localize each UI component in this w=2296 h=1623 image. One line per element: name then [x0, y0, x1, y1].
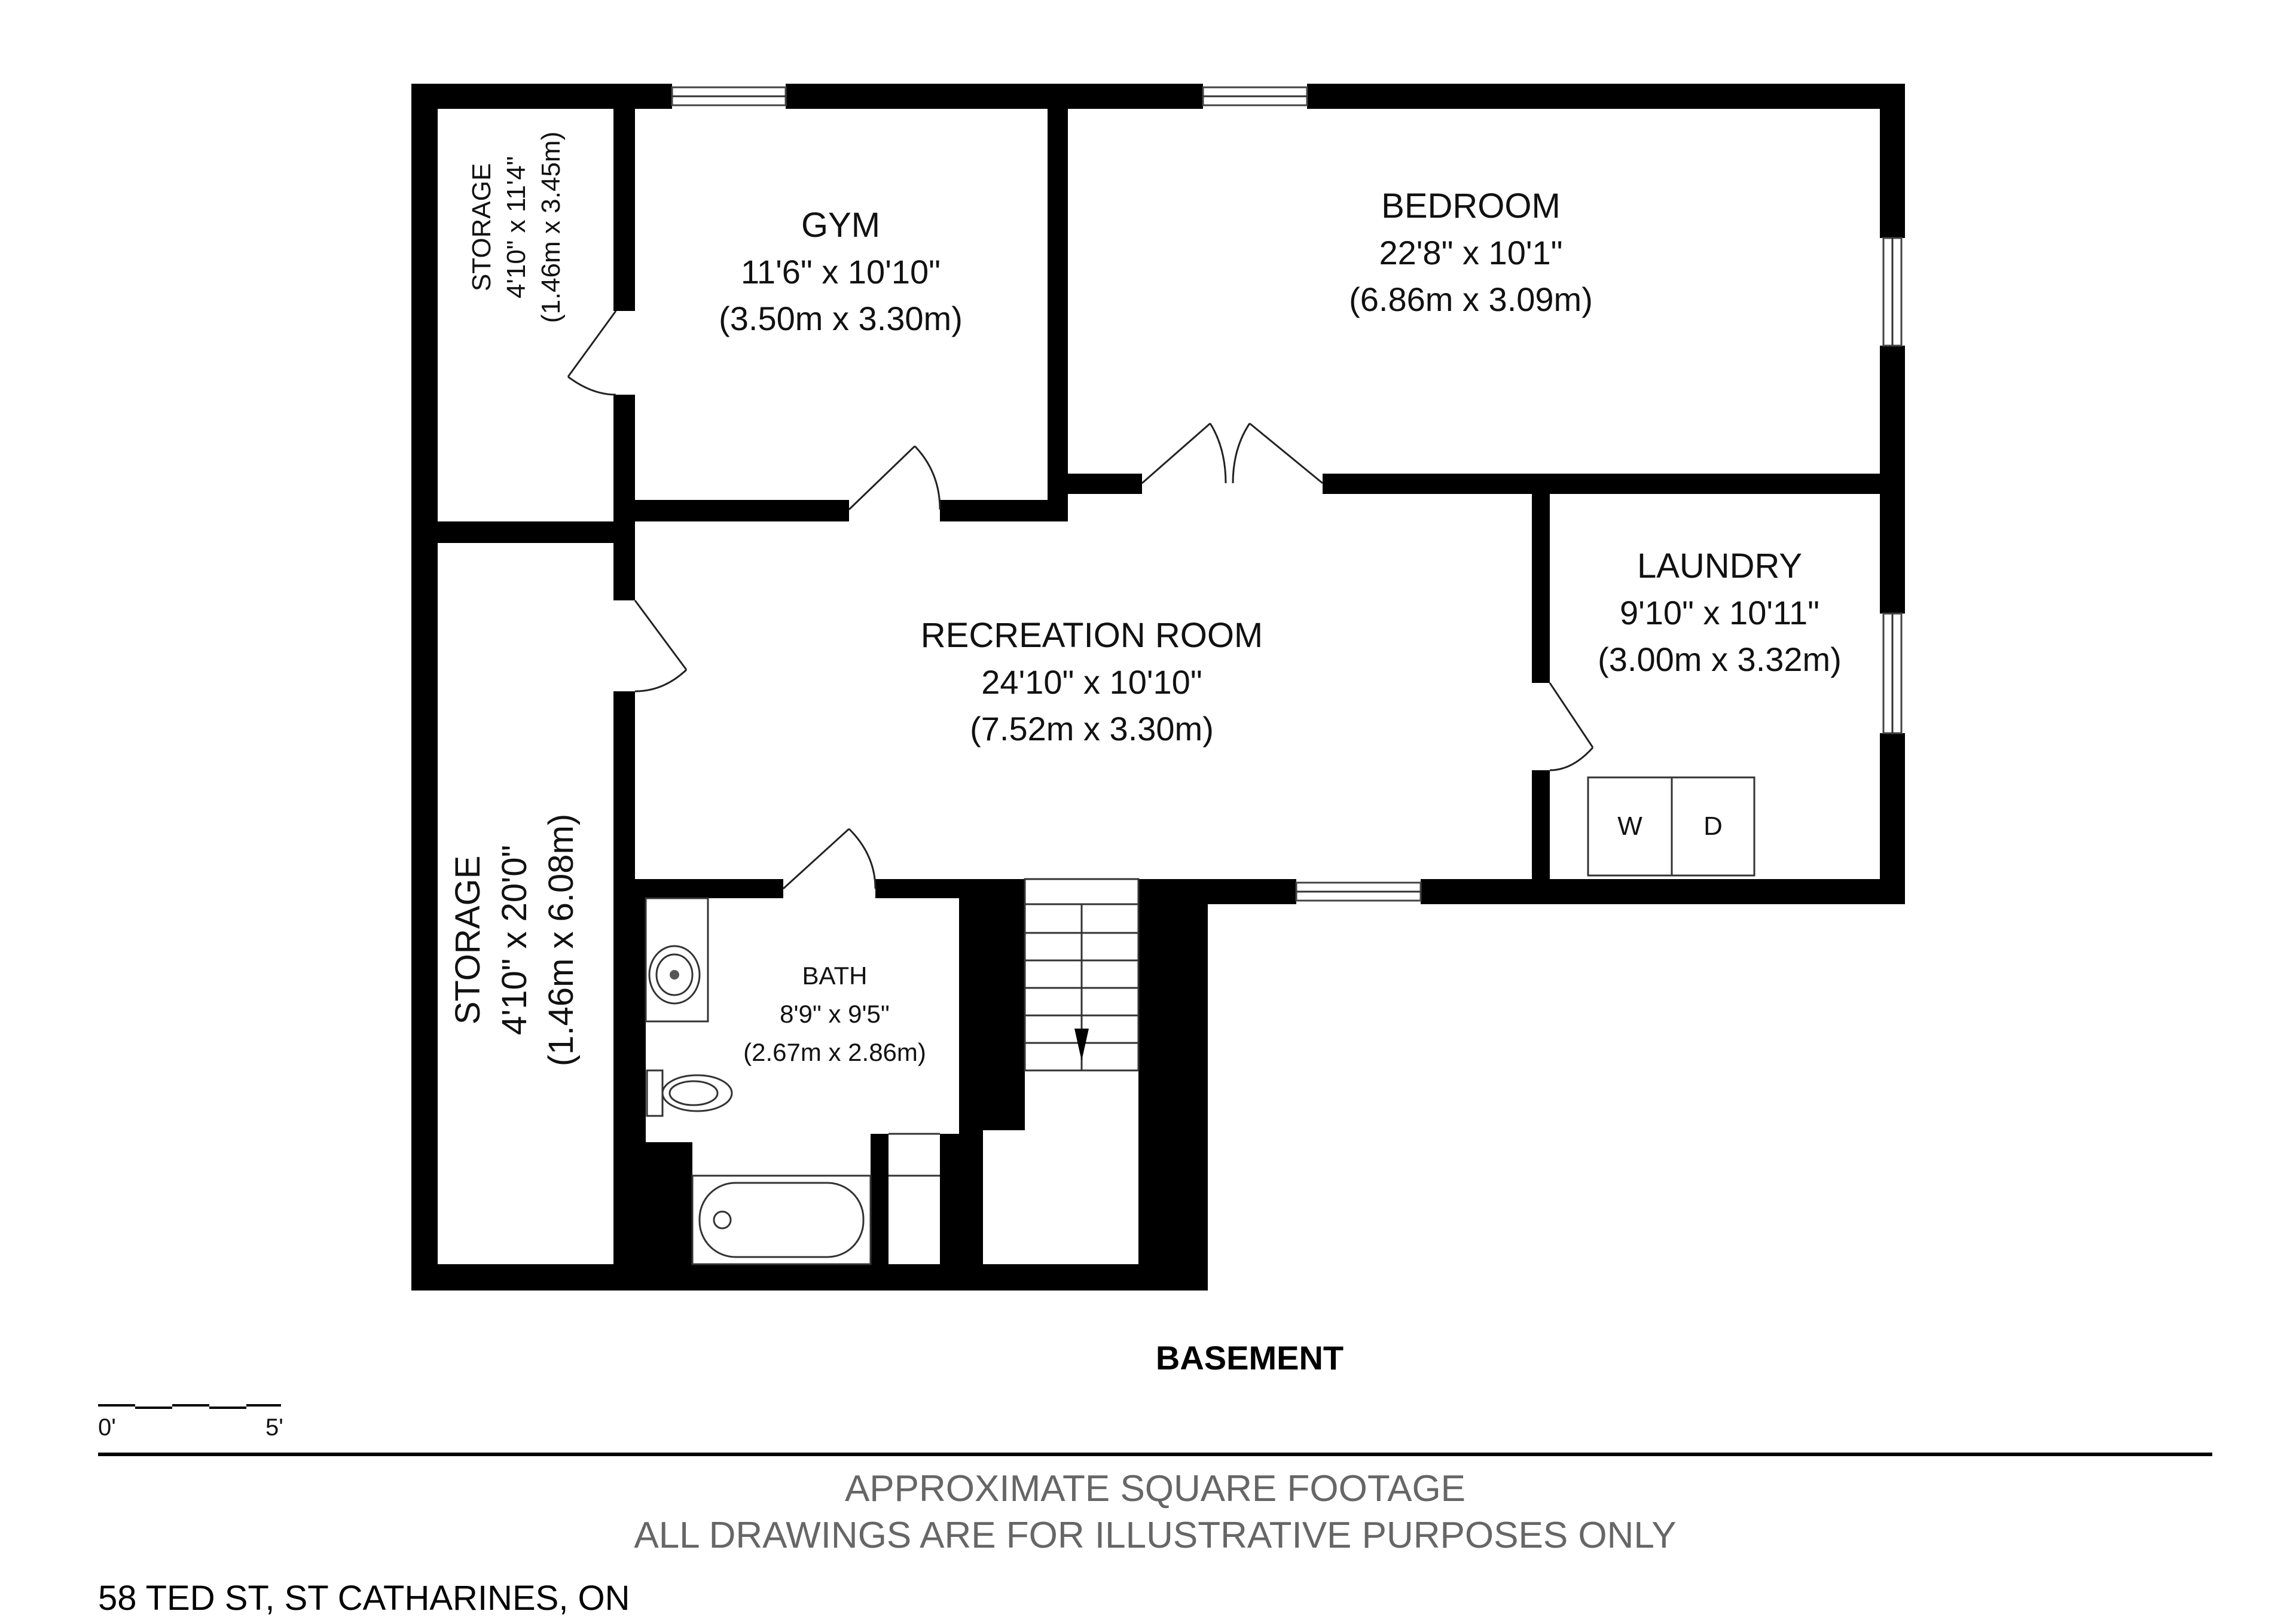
room-gym: GYM 11'6" x 10'10" (3.50m x 3.30m) — [719, 206, 963, 337]
room-storage-top: STORAGE 4'10" x 11'4" (1.46m x 3.45m) — [467, 132, 566, 323]
room-dim-imperial: 24'10" x 10'10" — [981, 663, 1202, 701]
room-dim-metric: (2.67m x 2.86m) — [743, 1038, 926, 1066]
room-bath: BATH 8'9" x 9'5" (2.67m x 2.86m) — [743, 962, 926, 1066]
room-name: BEDROOM — [1381, 187, 1561, 225]
room-dim-metric: (1.46m x 6.08m) — [542, 814, 581, 1066]
room-dim-imperial: 9'10" x 10'11" — [1620, 594, 1819, 631]
room-dim-metric: (1.46m x 3.45m) — [536, 132, 566, 323]
room-dim-metric: (3.00m x 3.32m) — [1598, 640, 1842, 678]
room-dim-imperial: 22'8" x 10'1" — [1379, 234, 1562, 271]
room-laundry: LAUNDRY 9'10" x 10'11" (3.00m x 3.32m) — [1598, 547, 1842, 678]
scale-end-label: 5' — [265, 1414, 283, 1441]
door-storage-left — [634, 600, 688, 692]
washer-label: W — [1617, 812, 1642, 841]
sink-icon — [648, 945, 701, 1005]
laundry-appliances: W D — [1587, 776, 1755, 877]
room-dim-imperial: 11'6" x 10'10" — [741, 253, 941, 291]
dryer-icon — [1671, 776, 1755, 877]
door-laundry — [1549, 682, 1594, 771]
vanity-icon — [645, 897, 709, 1023]
room-dim-imperial: 4'10" x 11'4" — [502, 156, 531, 298]
room-name: BATH — [802, 962, 868, 990]
door-bedroom-left — [1141, 422, 1227, 484]
room-dim-imperial: 8'9" x 9'5" — [780, 1000, 890, 1028]
stairs — [1024, 878, 1140, 1072]
door-bath — [782, 828, 877, 890]
room-name: STORAGE — [467, 163, 496, 291]
door-storage-top — [567, 310, 617, 396]
bath-fixtures — [645, 897, 940, 1265]
room-name: GYM — [801, 206, 880, 245]
stair-arrow-icon — [1074, 1029, 1089, 1061]
room-recreation: RECREATION ROOM 24'10" x 10'10" (7.52m x… — [921, 616, 1263, 748]
walls — [411, 84, 1905, 1291]
doors — [567, 310, 1594, 890]
footer-line2: ALL DRAWINGS ARE FOR ILLUSTRATIVE PURPOS… — [634, 1515, 1676, 1556]
room-storage-left: STORAGE 4'10" x 20'0" (1.46m x 6.08m) — [448, 814, 581, 1066]
property-address: 58 TED ST, ST CATHARINES, ON — [98, 1579, 630, 1618]
room-dim-imperial: 4'10" x 20'0" — [495, 845, 534, 1035]
room-name: STORAGE — [448, 856, 487, 1025]
door-bedroom-right — [1232, 422, 1323, 484]
room-name: LAUNDRY — [1637, 547, 1802, 585]
scale-start-label: 0' — [98, 1414, 116, 1441]
room-dim-metric: (6.86m x 3.09m) — [1349, 280, 1593, 318]
door-gym — [848, 445, 941, 511]
toilet-icon — [646, 1069, 733, 1117]
room-bedroom: BEDROOM 22'8" x 10'1" (6.86m x 3.09m) — [1349, 187, 1593, 318]
windows — [671, 86, 1903, 902]
room-name: RECREATION ROOM — [921, 616, 1263, 655]
bathtub-icon — [691, 1174, 872, 1265]
room-dim-metric: (3.50m x 3.30m) — [719, 300, 963, 337]
scale-bar: 0' 5' — [98, 1404, 283, 1441]
footer-line1: APPROXIMATE SQUARE FOOTAGE — [845, 1468, 1465, 1509]
room-dim-metric: (7.52m x 3.30m) — [970, 710, 1214, 748]
dryer-label: D — [1703, 812, 1723, 841]
floor-label: BASEMENT — [1156, 1339, 1344, 1377]
